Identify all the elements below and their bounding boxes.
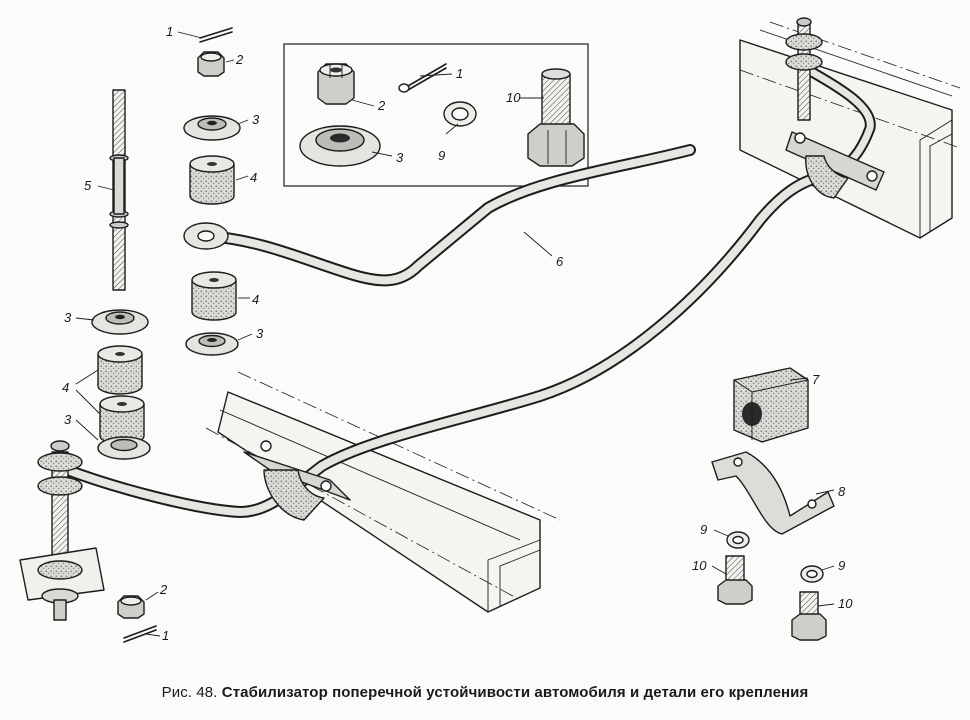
cup-washer-middle [185, 332, 239, 356]
inset-detail-box [283, 43, 589, 187]
callout-9: 9 [838, 558, 845, 573]
link-assembly-right [785, 17, 823, 121]
castle-nut-inset [317, 63, 355, 105]
bolt-b [791, 591, 827, 641]
leader-lines [75, 31, 835, 637]
stud-rod [109, 89, 129, 291]
rubber-bushing-lower-b [99, 395, 145, 445]
callout-labels: 1 2 3 4 5 4 3 3 4 3 6 7 8 9 10 9 10 2 1 … [62, 24, 853, 643]
lock-washer-inset [443, 101, 477, 127]
cup-washer-bottom [97, 436, 151, 460]
castle-nut-lower [117, 595, 145, 619]
callout-7: 7 [812, 372, 820, 387]
bolt-a [717, 555, 753, 605]
callout-9: 9 [700, 522, 707, 537]
callout-2: 2 [377, 98, 386, 113]
figure-caption: Рис. 48. Стабилизатор поперечной устойчи… [0, 684, 970, 701]
rubber-bushing-middle [191, 271, 237, 321]
callout-4: 4 [250, 170, 257, 185]
bracket-left [243, 440, 351, 521]
callout-3: 3 [64, 412, 72, 427]
link-assembly-left [19, 440, 105, 621]
callout-4: 4 [62, 380, 69, 395]
cotter-pin-inset [398, 63, 447, 93]
clamp-cushion [733, 367, 809, 443]
bracket-right [785, 131, 885, 199]
callout-1: 1 [456, 66, 463, 81]
lock-washer-a [726, 531, 750, 549]
figure-title: Стабилизатор поперечной устойчивости авт… [221, 684, 809, 701]
callout-6: 6 [556, 254, 564, 269]
callout-1: 1 [162, 628, 169, 643]
callout-10: 10 [838, 596, 853, 611]
stabilizer-bar-exploded [183, 144, 696, 287]
rubber-bushing-upper [189, 155, 235, 205]
cup-washer-upper [183, 115, 241, 141]
rubber-bushing-lower-a [97, 345, 143, 395]
callout-3: 3 [252, 112, 260, 127]
callout-1: 1 [166, 24, 173, 39]
cotter-pin [199, 27, 233, 43]
callout-2: 2 [235, 52, 244, 67]
callout-2: 2 [159, 582, 168, 597]
bolt-inset [527, 68, 585, 167]
callout-5: 5 [84, 178, 92, 193]
cotter-pin-lower [123, 625, 157, 643]
callout-10: 10 [692, 558, 707, 573]
callout-3: 3 [64, 310, 72, 325]
callout-8: 8 [838, 484, 846, 499]
callout-3: 3 [396, 150, 404, 165]
cup-washer-inset [299, 125, 381, 167]
clamp-bracket [711, 451, 835, 535]
lock-washer-b [800, 565, 824, 583]
exploded-diagram: 1 2 3 4 5 4 3 3 4 3 6 7 8 9 10 9 10 2 1 … [19, 17, 961, 643]
callout-9: 9 [438, 148, 445, 163]
callout-10: 10 [506, 90, 521, 105]
castle-nut [197, 51, 225, 77]
callout-3: 3 [256, 326, 264, 341]
callout-4: 4 [252, 292, 259, 307]
cup-washer-lower [91, 309, 149, 335]
figure-number: Рис. 48. [161, 684, 218, 701]
